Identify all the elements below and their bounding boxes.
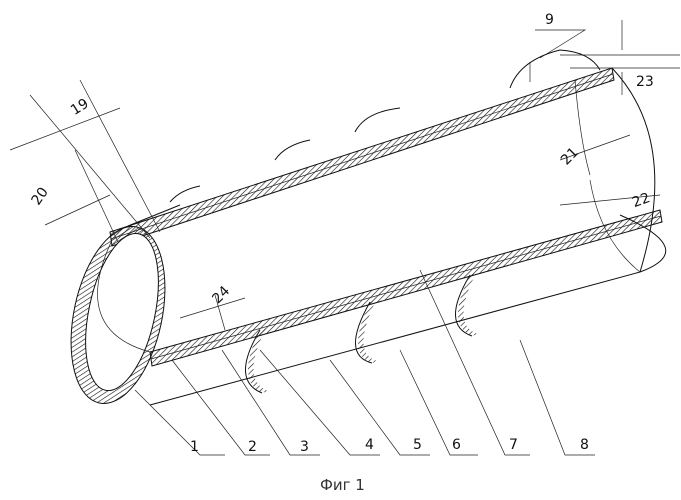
callout-9: 9	[545, 12, 554, 28]
callout-8: 8	[580, 437, 589, 453]
callout-1: 1	[190, 439, 199, 455]
callout-3: 3	[300, 439, 309, 455]
callout-6: 6	[452, 437, 461, 453]
callout-22: 22	[630, 190, 652, 211]
callout-19: 19	[68, 96, 92, 119]
callout-21: 21	[558, 145, 582, 169]
callout-24: 24	[209, 283, 233, 307]
callout-2: 2	[248, 439, 257, 455]
callout-7: 7	[509, 437, 518, 453]
callout-4: 4	[365, 437, 374, 453]
callout-5: 5	[413, 437, 422, 453]
callout-23: 23	[636, 74, 654, 90]
callout-20: 20	[29, 185, 52, 209]
tube-body	[70, 49, 667, 406]
figure-caption: Фиг 1	[320, 476, 365, 494]
leader-lines	[9, 20, 680, 456]
